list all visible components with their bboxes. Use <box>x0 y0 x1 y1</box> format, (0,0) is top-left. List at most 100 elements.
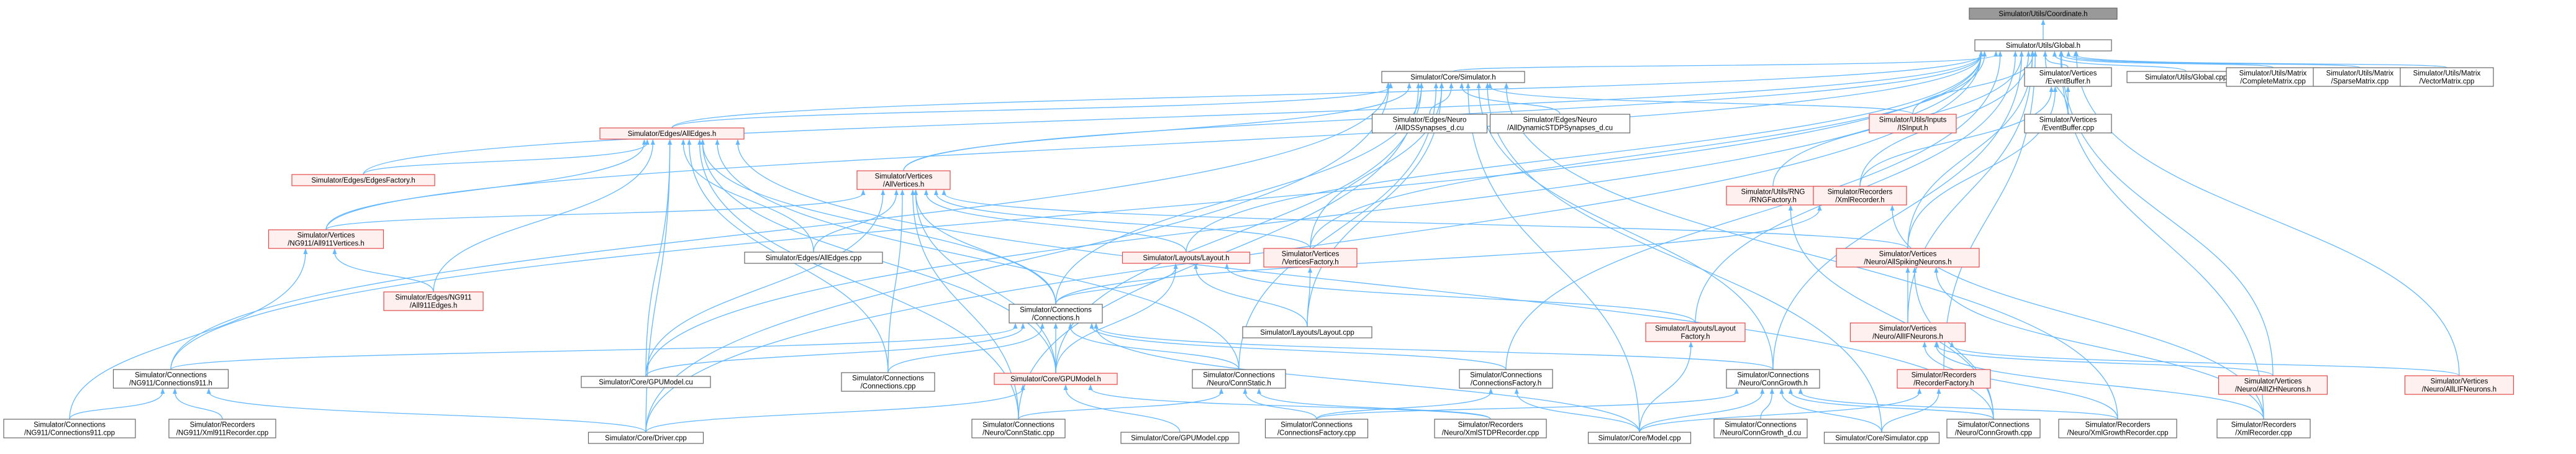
edge-arrowhead <box>1998 51 2003 57</box>
edge-xmlstdp-to-connstatic_h <box>1258 391 1491 420</box>
node-label: /Neuro/ConnStatic.cpp <box>982 430 1054 437</box>
node-box <box>1122 252 1251 264</box>
graph-node-layout-cpp[interactable]: Simulator/Layouts/Layout.cpp <box>1242 326 1372 338</box>
graph-node-completematrix[interactable]: Simulator/Utils/Matrix/CompleteMatrix.cp… <box>2226 67 2320 87</box>
graph-node-allvertices911[interactable]: Simulator/Vertices/NG911/All911Vertices.… <box>268 229 384 249</box>
graph-node-verticesfactory[interactable]: Simulator/Vertices/VerticesFactory.h <box>1263 248 1358 268</box>
graph-node-alldyn[interactable]: Simulator/Edges/Neuro/AllDynamicSTDPSyna… <box>1489 114 1631 134</box>
graph-node-alledges-cpp[interactable]: Simulator/Edges/AllEdges.cpp <box>744 252 883 264</box>
graph-node-conngrowth-d[interactable]: Simulator/Connections/Neuro/ConnGrowth_d… <box>1713 419 1808 438</box>
graph-node-gpumodel-cu[interactable]: Simulator/Core/GPUModel.cu <box>581 376 711 388</box>
edge-arrowhead <box>1243 388 1248 394</box>
edge-arrowhead <box>1256 388 1261 394</box>
edge-arrowhead <box>697 139 702 145</box>
graph-node-sim-h[interactable]: Simulator/Core/Simulator.h <box>1381 71 1525 83</box>
graph-node-coord[interactable]: Simulator/Utils/Coordinate.h <box>1969 7 2118 20</box>
node-label: /Neuro/ConnStatic.h <box>1207 380 1271 388</box>
node-label: /SparseMatrix.cpp <box>2331 78 2389 86</box>
graph-node-connstatic-cpp[interactable]: Simulator/Connections/Neuro/ConnStatic.c… <box>971 419 1066 438</box>
graph-node-xmlgrowth[interactable]: Simulator/Recorders/Neuro/XmlGrowthRecor… <box>2058 419 2177 438</box>
node-label: /Neuro/AllIFNeurons.h <box>1872 334 1943 341</box>
node-box <box>2216 419 2311 438</box>
edge-arrowhead <box>1063 384 1068 390</box>
graph-node-isinput[interactable]: Simulator/Utils/Inputs/ISInput.h <box>1869 114 1957 134</box>
graph-node-driver-cpp[interactable]: Simulator/Core/Driver.cpp <box>587 432 704 444</box>
edge-arrowhead <box>1504 83 1509 88</box>
edge-arrowhead <box>1788 205 1793 211</box>
edge-arrowhead <box>1053 323 1058 329</box>
node-label: /All911Edges.h <box>410 302 458 310</box>
edge-xmlgrowth-to-sim_h <box>1505 86 2118 420</box>
graph-node-allifneurons[interactable]: Simulator/Vertices/Neuro/AllIFNeurons.h <box>1849 322 1966 342</box>
edge-simulator_cpp-to-sim_h <box>1487 86 1882 433</box>
edge-arrowhead <box>1386 83 1391 88</box>
graph-node-alllif[interactable]: Simulator/Vertices/Neuro/AllLIFNeurons.h <box>2404 375 2515 395</box>
graph-node-allizh[interactable]: Simulator/Vertices/Neuro/AllIZHNeurons.h <box>2218 375 2328 395</box>
node-label: /NG911/All911Vertices.h <box>288 240 365 248</box>
graph-node-vectormatrix[interactable]: Simulator/Utils/Matrix/VectorMatrix.cpp <box>2400 67 2494 87</box>
edge-arrowhead <box>941 189 946 195</box>
graph-node-xml911[interactable]: Simulator/Recorders/NG911/Xml911Recorder… <box>168 419 276 438</box>
graph-node-connstatic-h[interactable]: Simulator/Connections/Neuro/ConnStatic.h <box>1192 369 1286 389</box>
graph-node-global-h[interactable]: Simulator/Utils/Global.h <box>1974 39 2112 52</box>
node-label: Simulator/Vertices <box>1282 251 1340 258</box>
edge-arrowhead <box>206 388 211 394</box>
graph-node-sparsematrix[interactable]: Simulator/Utils/Matrix/SparseMatrix.cpp <box>2313 67 2407 87</box>
graph-node-layout-h[interactable]: Simulator/Layouts/Layout.h <box>1122 252 1251 264</box>
edge-arrowhead <box>1459 83 1464 88</box>
graph-node-global-cpp[interactable]: Simulator/Utils/Global.cpp <box>2126 71 2246 83</box>
graph-node-edgesfactory[interactable]: Simulator/Edges/EdgesFactory.h <box>291 174 435 186</box>
graph-node-alledges-h[interactable]: Simulator/Edges/AllEdges.h <box>599 127 745 140</box>
node-label: Simulator/Utils/Inputs <box>1879 117 1947 124</box>
node-label: Simulator/Edges/EdgesFactory.h <box>311 177 415 184</box>
node-label: Simulator/Core/GPUModel.h <box>1010 376 1101 383</box>
graph-node-gpumodel-h[interactable]: Simulator/Core/GPUModel.h <box>994 373 1118 385</box>
node-box <box>994 373 1118 385</box>
node-box <box>971 419 1066 438</box>
edge-arrowhead <box>1449 83 1454 88</box>
node-label: Simulator/Vertices <box>297 232 355 240</box>
graph-node-conn911-h[interactable]: Simulator/Connections/NG911/Connections9… <box>112 369 229 389</box>
node-label: Simulator/Connections <box>1957 422 2030 429</box>
node-label: Simulator/Edges/Neuro <box>1393 117 1467 124</box>
graph-node-rngfactory[interactable]: Simulator/Utils/RNG/RNGFactory.h <box>1726 186 1820 206</box>
graph-node-xmlrecorder-cpp[interactable]: Simulator/Recorders/XmlRecorder.cpp <box>2216 419 2311 438</box>
graph-node-xmlstdp[interactable]: Simulator/Recorders/Neuro/XmlSTDPRecorde… <box>1434 419 1547 438</box>
edge-arrowhead <box>1094 323 1099 329</box>
graph-node-connections-cpp[interactable]: Simulator/Connections/Connections.cpp <box>841 372 935 392</box>
graph-node-alldss[interactable]: Simulator/Edges/Neuro/AllDSSynapses_d.cu <box>1371 114 1488 134</box>
graph-node-allspiking[interactable]: Simulator/Vertices/Neuro/AllSpikingNeuro… <box>1836 248 1980 268</box>
node-label: Simulator/Edges/Neuro <box>1523 117 1597 124</box>
graph-node-connfactory-cpp[interactable]: Simulator/Connections/ConnectionsFactory… <box>1264 419 1369 438</box>
node-label: Simulator/Utils/Global.cpp <box>2145 74 2227 81</box>
graph-node-conngrowth-h[interactable]: Simulator/Connections/Neuro/ConnGrowth.h <box>1726 369 1820 389</box>
graph-node-eventbuf-cpp[interactable]: Simulator/Vertices/EventBuffer.cpp <box>2024 114 2112 134</box>
node-box <box>1489 114 1631 134</box>
node-box <box>1897 369 1991 389</box>
graph-node-xmlrecorder-h[interactable]: Simulator/Recorders/XmlRecorder.h <box>1813 186 1907 206</box>
graph-node-conngrowth-cpp[interactable]: Simulator/Connections/Neuro/ConnGrowth.c… <box>1946 419 2041 438</box>
node-label: /VectorMatrix.cpp <box>2420 78 2475 86</box>
graph-node-connfactory-h[interactable]: Simulator/Connections/ConnectionsFactory… <box>1459 369 1553 389</box>
graph-node-eventbuf-h[interactable]: Simulator/Vertices/EventBuffer.h <box>2024 67 2112 87</box>
node-label: /Neuro/XmlSTDPRecorder.cpp <box>1442 430 1540 437</box>
edge-arrowhead <box>1068 323 1073 329</box>
edge-arrowhead <box>642 139 646 145</box>
edge-all911edges-to-allvertices911 <box>334 252 434 293</box>
edge-conn911_h-to-global_h <box>170 54 1982 370</box>
graph-node-connections-h[interactable]: Simulator/Connections/Connections.h <box>1009 304 1103 324</box>
edge-connfactory_h-to-connections_h <box>1091 326 1507 370</box>
graph-node-all911edges[interactable]: Simulator/Edges/NG911/All911Edges.h <box>383 291 484 311</box>
node-label: /Neuro/AllLIFNeurons.h <box>2422 386 2497 394</box>
edge-model_cpp-to-conngrowth_h <box>1639 391 1763 433</box>
graph-node-gpumodel-cpp[interactable]: Simulator/Core/GPUModel.cpp <box>1120 432 1240 444</box>
graph-node-conn911-cpp[interactable]: Simulator/Connections/NG911/Connections9… <box>3 419 136 438</box>
graph-node-recorderfactory[interactable]: Simulator/Recorders/RecorderFactory.h <box>1897 369 1991 389</box>
graph-node-simulator-cpp[interactable]: Simulator/Core/Simulator.cpp <box>1823 432 1940 444</box>
graph-node-model-cpp[interactable]: Simulator/Core/Model.cpp <box>1587 432 1692 444</box>
graph-node-allvertices-h[interactable]: Simulator/Vertices/AllVertices.h <box>856 170 951 190</box>
node-box <box>1836 248 1980 268</box>
edge-arrowhead <box>2043 51 2048 57</box>
